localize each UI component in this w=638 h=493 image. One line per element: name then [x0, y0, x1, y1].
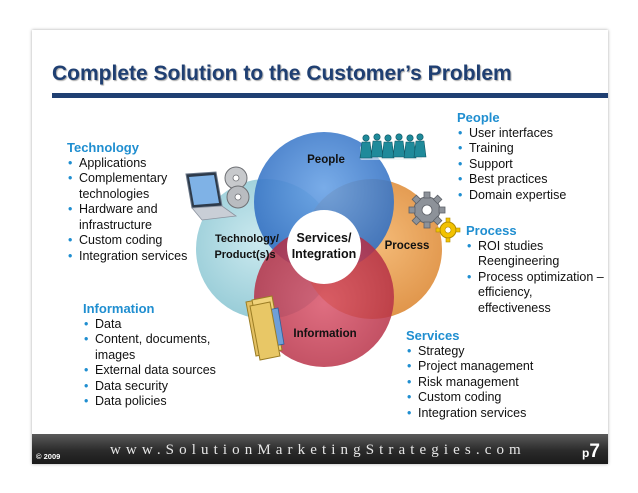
- people-item: Best practices: [457, 172, 566, 188]
- laptop-icon: [185, 171, 238, 221]
- technology-circle-label-line1: Technology/: [215, 233, 279, 245]
- people-item: Training: [457, 141, 566, 157]
- process-item: Process optimization –: [466, 270, 604, 286]
- people-item: Domain expertise: [457, 188, 566, 204]
- information-item: Data: [83, 317, 216, 333]
- process-section: Process ROI studies Reengineering Proces…: [466, 223, 604, 316]
- technology-circle-label-line2: Product(s)s: [214, 249, 275, 261]
- process-item-continued: Reengineering: [478, 254, 560, 268]
- technology-section: Technology Applications Complementary te…: [67, 140, 187, 264]
- process-item: ROI studies: [466, 239, 604, 255]
- process-circle-label: Process: [385, 240, 430, 252]
- center-label-line1: Services/: [297, 231, 352, 245]
- website-url: www.SolutionMarketingStrategies.com: [110, 442, 526, 458]
- people-heading: People: [457, 110, 500, 125]
- information-item-continued: images: [95, 347, 136, 362]
- technology-item: Hardware and: [67, 202, 187, 218]
- technology-item: Complementary: [67, 171, 187, 187]
- technology-item-continued: infrastructure: [79, 217, 152, 232]
- services-item: Risk management: [406, 375, 533, 391]
- services-item: Strategy: [406, 344, 533, 360]
- information-circle: [254, 227, 394, 367]
- page-number-value: 7: [589, 441, 600, 462]
- information-circle-label: Information: [293, 328, 356, 340]
- information-item: Data policies: [83, 394, 216, 410]
- people-group-icon: [359, 133, 427, 160]
- services-item: Project management: [406, 359, 533, 375]
- center-label-line2: Integration: [292, 247, 357, 261]
- gears-icon: [408, 191, 461, 243]
- disc-icon: [224, 166, 250, 209]
- people-item: User interfaces: [457, 126, 566, 142]
- folders-icon: [245, 295, 285, 361]
- information-item: External data sources: [83, 363, 216, 379]
- process-item-continued: effectiveness: [478, 300, 551, 315]
- process-item-continued: efficiency,: [478, 285, 533, 299]
- technology-item: Applications: [67, 156, 187, 172]
- technology-item: Integration services: [67, 249, 187, 265]
- services-section: Services Strategy Project management Ris…: [406, 328, 533, 421]
- technology-heading: Technology: [67, 140, 139, 155]
- page-number: p7: [582, 441, 600, 463]
- services-item: Custom coding: [406, 390, 533, 406]
- information-section: Information Data Content, documents, ima…: [83, 301, 216, 410]
- process-heading: Process: [466, 223, 517, 238]
- people-circle-label: People: [307, 154, 345, 166]
- services-heading: Services: [406, 328, 460, 343]
- center-circle: [287, 210, 361, 284]
- technology-item: Custom coding: [67, 233, 187, 249]
- services-item: Integration services: [406, 406, 533, 422]
- title-divider: [52, 93, 608, 98]
- people-section: People User interfaces Training Support …: [457, 110, 566, 203]
- information-item: Data security: [83, 379, 216, 395]
- information-heading: Information: [83, 301, 155, 316]
- page-prefix: p: [582, 446, 590, 460]
- copyright-text: © 2009: [36, 452, 61, 461]
- slide-title: Complete Solution to the Customer’s Prob…: [52, 62, 512, 85]
- technology-item-continued: technologies: [79, 186, 150, 201]
- people-item: Support: [457, 157, 566, 173]
- footer-bar: [32, 434, 608, 464]
- information-item: Content, documents,: [83, 332, 216, 348]
